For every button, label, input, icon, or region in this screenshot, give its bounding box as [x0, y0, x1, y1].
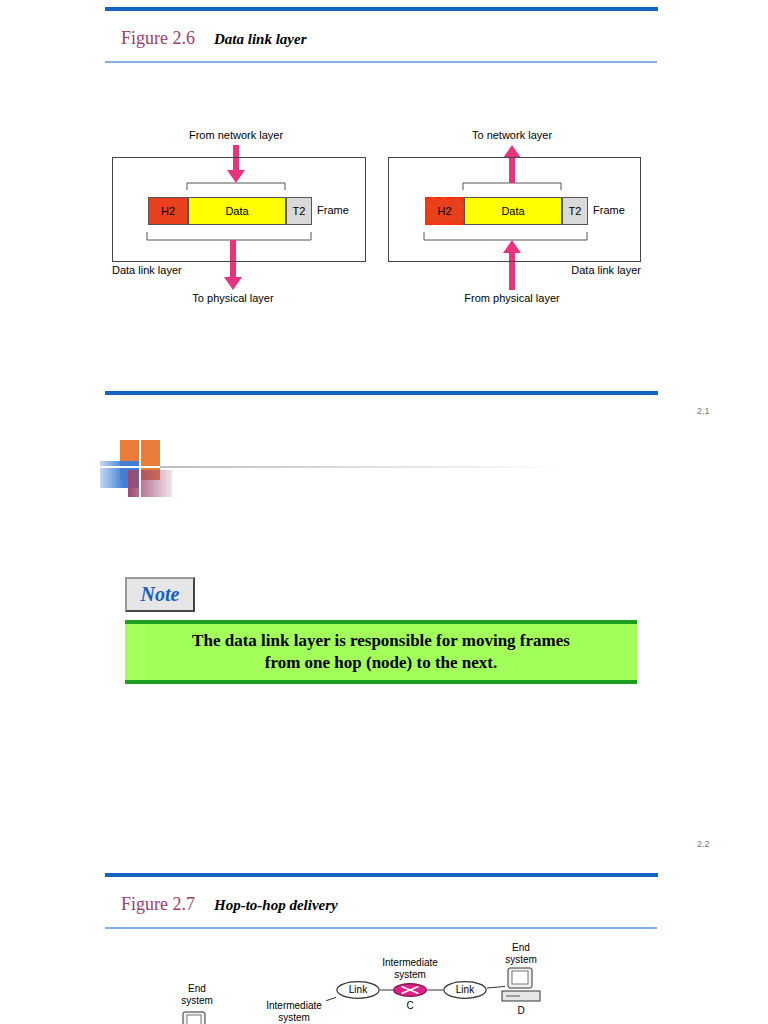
title-rule [105, 927, 657, 928]
router: Intermediate systemC [393, 983, 427, 997]
computer-base [502, 991, 540, 1001]
node-label: End system [498, 942, 544, 965]
ellipse [444, 982, 486, 999]
computer-slot [506, 996, 520, 997]
link-ellipse: Link [443, 981, 487, 999]
flow-label: From physical layer [464, 292, 559, 304]
node-label: Data link layer [112, 264, 182, 277]
figure-title: Hop-to-hop delivery [214, 897, 338, 914]
bracket [147, 232, 311, 240]
node-label: Data [501, 205, 524, 218]
arrow-head [503, 240, 521, 253]
arrow-shaft [230, 240, 236, 278]
arrow-shaft [233, 145, 239, 171]
arrow-head [224, 277, 242, 290]
frame-label: Frame [593, 204, 625, 216]
link-line [487, 986, 505, 988]
router-cross [402, 987, 419, 994]
arrow-shaft [509, 252, 515, 290]
link-line [380, 990, 393, 991]
node-label: H2 [437, 205, 451, 218]
intermediate-system: Intermediate system [262, 997, 326, 1024]
layer-box: Data link layerH2DataT2 [388, 157, 641, 262]
end-system: End system [176, 980, 218, 1009]
node-label: T2 [293, 205, 306, 218]
bracket [424, 232, 587, 240]
top-rule [105, 873, 658, 877]
flow-label: From network layer [189, 129, 283, 141]
data-box: Data [464, 197, 562, 225]
figure-number: Figure 2.7 [121, 894, 195, 915]
data-box: Data [188, 197, 286, 225]
bottom-rule [105, 391, 658, 395]
bracket [463, 183, 561, 190]
figure-number: Figure 2.6 [121, 28, 195, 49]
node-label: End system [176, 983, 218, 1006]
router-symbol [393, 983, 427, 997]
layer-box: Data link layerH2DataT2 [112, 157, 366, 262]
arrow-head [227, 170, 245, 183]
header-box: H2 [148, 197, 188, 225]
node-label: Intermediate system [262, 1000, 326, 1023]
link-ellipse: Link [336, 981, 380, 999]
deco-rule [160, 466, 570, 468]
flow-label: To physical layer [192, 292, 273, 304]
trailer-box: T2 [286, 197, 312, 225]
note-box: The data link layer is responsible for m… [125, 620, 637, 684]
node-label: The data link layer is responsible for m… [176, 630, 586, 674]
computer-screen [187, 1015, 201, 1024]
node-label: Intermediate system [374, 957, 446, 980]
bracket [187, 183, 285, 190]
deco-square [128, 470, 172, 497]
link-line [427, 990, 443, 991]
node-label: Note [141, 583, 180, 606]
computer-screen [512, 971, 528, 984]
node-letter: C [400, 1000, 420, 1012]
ellipse [337, 982, 379, 999]
end-system: End systemD [505, 968, 537, 1002]
title-rule [105, 61, 657, 62]
header-box: H2 [425, 197, 464, 225]
trailer-box: T2 [562, 197, 588, 225]
node-letter: D [511, 1005, 531, 1017]
slide-number: 2.1 [697, 406, 710, 416]
top-rule [105, 7, 658, 11]
ellipse [394, 984, 427, 997]
node-label: T2 [569, 205, 582, 218]
node-label: Data link layer [571, 264, 641, 277]
computer-monitor [183, 1012, 205, 1024]
node-label: Link [456, 984, 474, 996]
slide-number: 2.2 [697, 839, 710, 849]
node-label: H2 [161, 205, 175, 218]
computer-monitor [508, 968, 532, 988]
flow-label: To network layer [472, 129, 552, 141]
link-line [326, 997, 336, 1000]
node-label: Data [225, 205, 248, 218]
frame-label: Frame [317, 204, 349, 216]
arrow-shaft [509, 157, 515, 183]
figure-title: Data link layer [214, 31, 307, 48]
node-label: Link [349, 984, 367, 996]
note-tag: Note [125, 577, 195, 612]
